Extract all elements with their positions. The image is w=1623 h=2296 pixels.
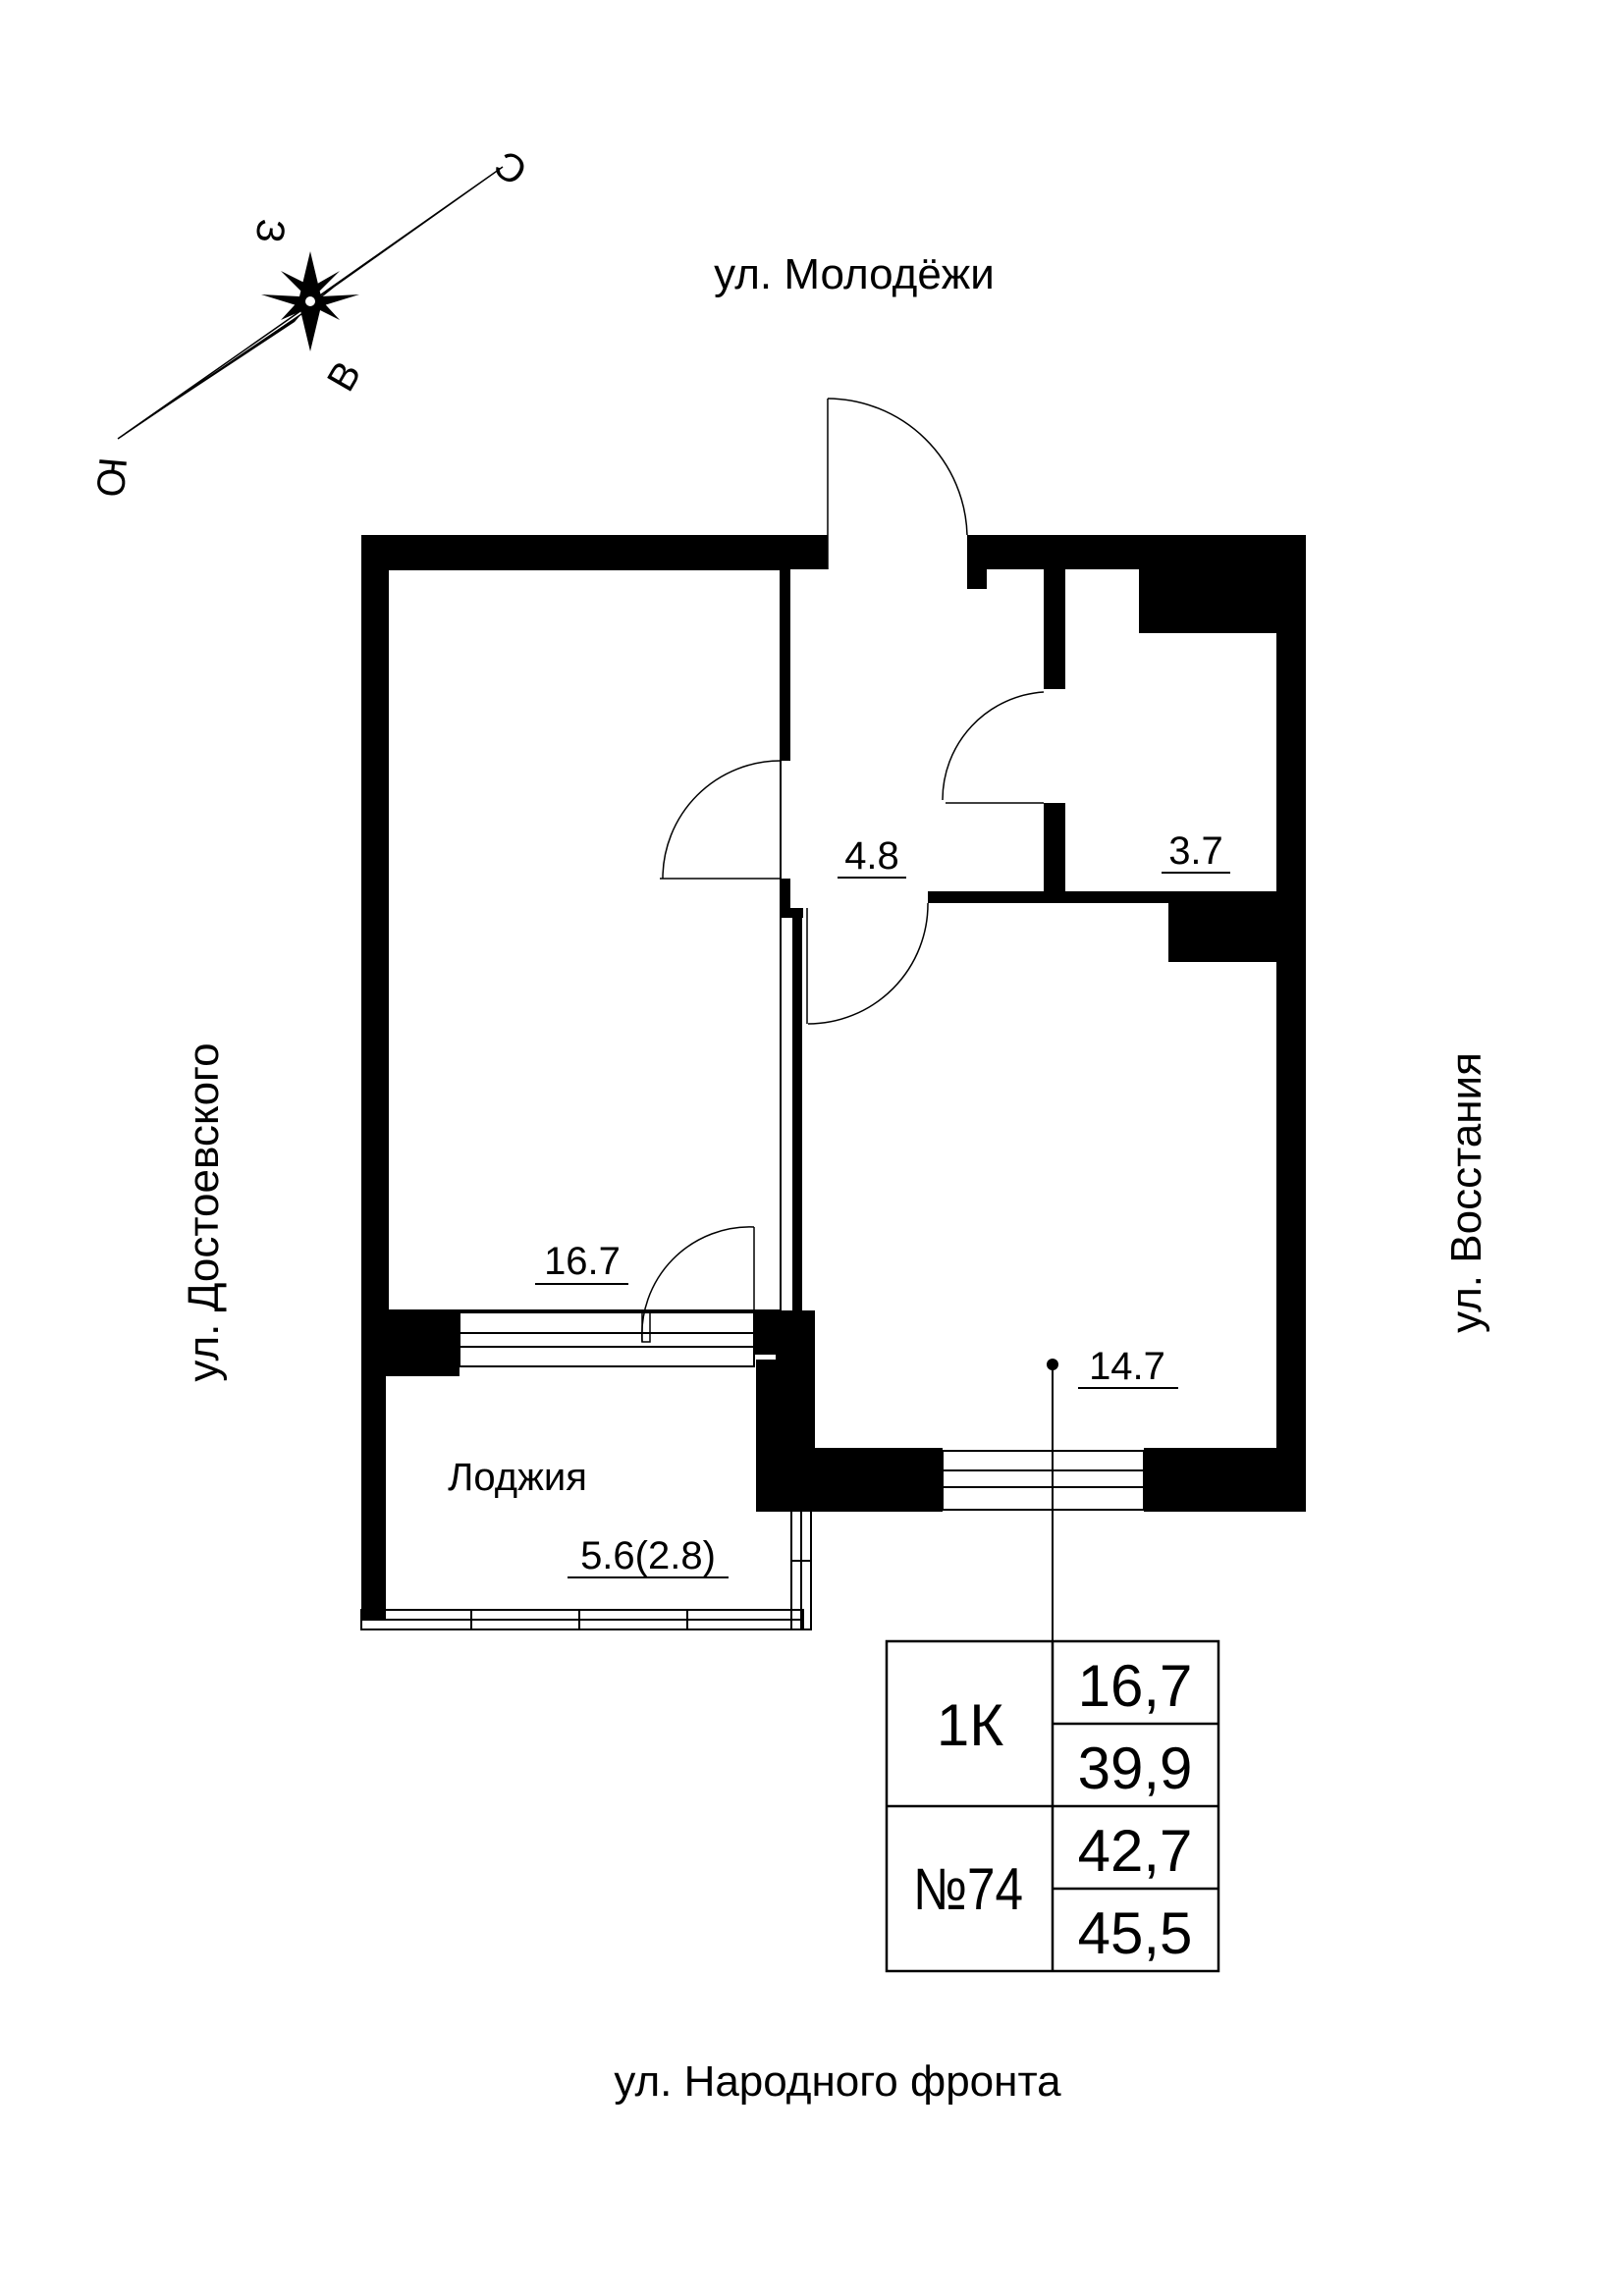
- entrance-door: [827, 398, 968, 569]
- area-reduced-loggia-value: 42,7: [1078, 1818, 1193, 1884]
- apartment-type: 1К: [937, 1692, 1003, 1758]
- street-north-label: ул. Молодёжи: [714, 250, 995, 298]
- apartment-summary-table: [885, 1639, 1220, 1973]
- compass-north-label: С: [487, 141, 535, 193]
- living-room-area: 16.7: [544, 1240, 621, 1283]
- loggia-area: 5.6(2.8): [580, 1534, 716, 1577]
- compass-west-label: З: [247, 217, 293, 244]
- living-area-value: 16,7: [1078, 1653, 1193, 1719]
- area-total-value: 45,5: [1078, 1900, 1193, 1966]
- bathroom-area: 3.7: [1168, 829, 1223, 873]
- compass-east-label: В: [319, 354, 369, 399]
- compass-rose-icon: [117, 166, 504, 440]
- street-west-label: ул. Достоевского: [180, 1042, 228, 1381]
- kitchen-area: 14.7: [1089, 1345, 1165, 1388]
- bathroom-door: [942, 691, 1045, 804]
- loggia-label: Лоджия: [448, 1456, 587, 1499]
- loggia: [360, 1364, 812, 1630]
- living-room-door: [660, 760, 782, 880]
- compass-south-label: Ю: [87, 455, 134, 499]
- street-east-label: ул. Восстания: [1442, 1052, 1490, 1333]
- kitchen-window: [942, 1450, 1145, 1511]
- area-without-loggia-value: 39,9: [1078, 1735, 1193, 1801]
- living-room-window: [459, 1311, 755, 1367]
- apartment-number: №74: [913, 1856, 1023, 1922]
- kitchen-door: [806, 902, 929, 1025]
- walls: [361, 535, 1306, 1512]
- loggia-door: [641, 1226, 755, 1343]
- street-south-label: ул. Народного фронта: [614, 2057, 1061, 2106]
- hall-area: 4.8: [844, 834, 899, 878]
